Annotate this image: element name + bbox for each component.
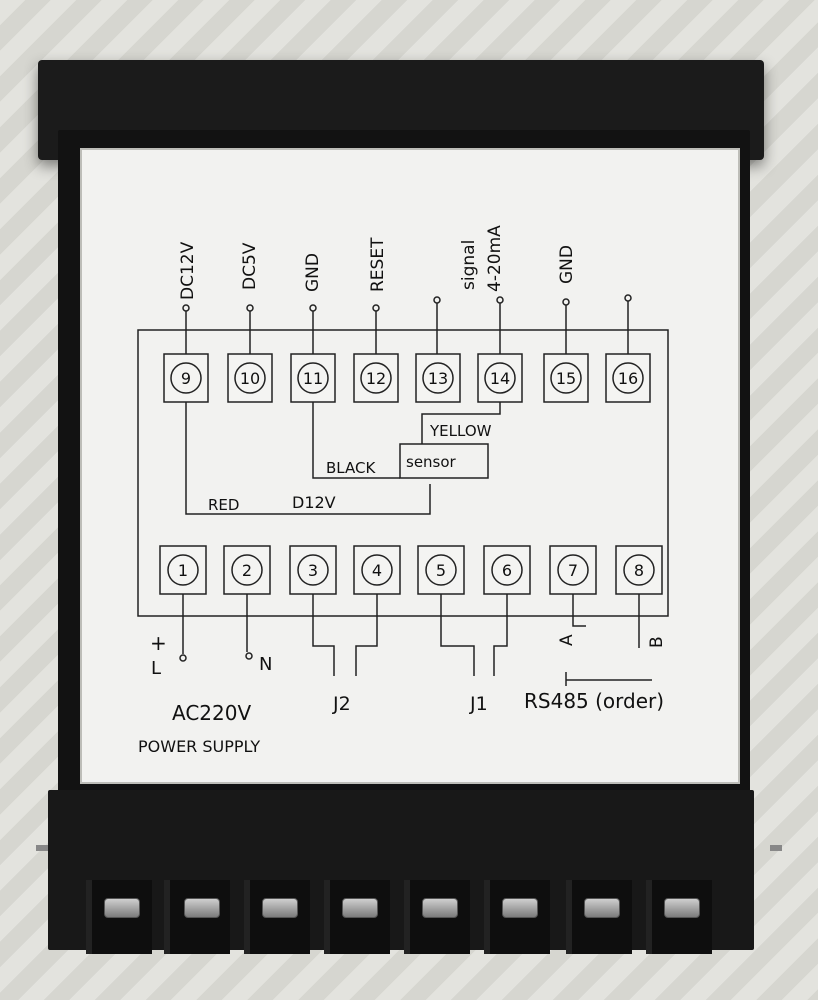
wire-label-yellow: YELLOW [429,422,492,440]
screw-terminal [566,880,632,954]
terminal-15: 15 [556,369,576,388]
wiring-label [80,148,740,784]
terminal-11: 11 [303,369,323,388]
terminal-6: 6 [502,561,512,580]
ac220v-label: AC220V [172,701,251,725]
terminal-1: 1 [178,561,188,580]
terminal-5: 5 [436,561,446,580]
rs485-b-label: B [647,636,667,648]
power-supply-label: POWER SUPPLY [138,737,260,756]
j1-label: J1 [469,693,488,715]
screw-icon [502,898,538,918]
screw-icon [422,898,458,918]
terminal-16: 16 [618,369,638,388]
rs485-label: RS485 (order) [524,689,664,713]
screw-icon [262,898,298,918]
sensor-box-label: sensor [406,453,457,471]
screw-icon [584,898,620,918]
power-l-label: L [151,658,161,679]
diagram-frame [137,329,669,617]
pin-label-dc12v: DC12V [178,241,198,300]
terminal-3: 3 [308,561,318,580]
terminal-14: 14 [490,369,510,388]
wire-label-red: RED [208,496,239,514]
screw-icon [664,898,700,918]
terminal-10: 10 [240,369,260,388]
terminal-13: 13 [428,369,448,388]
screw-icon [184,898,220,918]
wire-label-d12v: D12V [292,493,336,512]
terminal-7: 7 [568,561,578,580]
terminal-4: 4 [372,561,382,580]
terminal-2: 2 [242,561,252,580]
pin-label-gnd: GND [303,253,323,292]
screw-icon [342,898,378,918]
power-plus-label: + [150,631,167,655]
mounting-pin-right [770,845,782,851]
screw-icon [104,898,140,918]
terminal-8: 8 [634,561,644,580]
terminal-9: 9 [181,369,191,388]
wire-label-black: BLACK [326,459,376,477]
pin-label-4-20ma: 4-20mA [485,225,505,292]
terminal-12: 12 [366,369,386,388]
pin-label-reset: RESET [368,237,388,292]
j2-label: J2 [332,693,351,715]
rs485-a-label: A [557,634,577,646]
power-n-label: N [259,654,272,675]
mounting-pin-left [36,845,48,851]
pin-label-dc5v: DC5V [240,242,260,290]
pin-label-gnd-2: GND [557,245,577,284]
pin-label-signal: signal [459,240,479,290]
